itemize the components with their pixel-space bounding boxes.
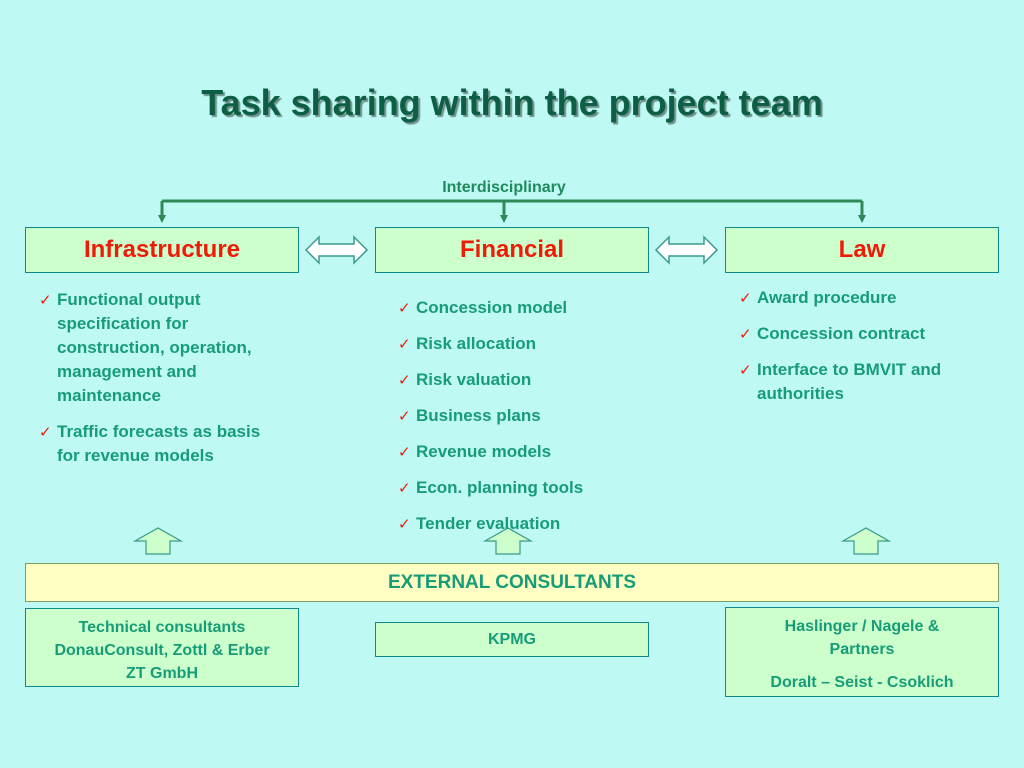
list-item: Concession model — [396, 296, 646, 320]
technical-consultants-box: Technical consultants DonauConsult, Zott… — [25, 608, 299, 687]
list-item: Traffic forecasts as basis for revenue m… — [37, 420, 262, 468]
list-item: Risk allocation — [396, 332, 646, 356]
list-item: Risk valuation — [396, 368, 646, 392]
kpmg-box: KPMG — [375, 622, 649, 657]
page-title: Task sharing within the project team — [201, 82, 823, 123]
external-consultants-bar: EXTERNAL CONSULTANTS — [25, 563, 999, 602]
list-item: Econ. planning tools — [396, 476, 646, 500]
list-item: Tender evaluation — [396, 512, 646, 536]
double-arrow-icon-1 — [304, 235, 369, 265]
list-item: Functional output specification for cons… — [37, 288, 292, 408]
law-box: Law — [725, 227, 999, 273]
list-item: Interface to BMVIT and authorities — [737, 358, 987, 406]
kpmg-label: KPMG — [488, 631, 536, 648]
list-item: Concession contract — [737, 322, 992, 346]
infrastructure-task-list: Functional output specification for cons… — [37, 288, 292, 468]
law-task-list: Award procedure Concession contract Inte… — [737, 286, 992, 406]
technical-consultants-line3: ZT GmbH — [126, 665, 198, 682]
technical-consultants-line1: Technical consultants — [78, 619, 246, 636]
double-arrow-icon-2 — [654, 235, 719, 265]
up-arrow-icon-3 — [840, 527, 892, 555]
list-item: Revenue models — [396, 440, 646, 464]
legal-consultants-line1: Haslinger / Nagele & — [784, 618, 940, 635]
interdisciplinary-label: Interdisciplinary — [442, 179, 566, 196]
infrastructure-box: Infrastructure — [25, 227, 299, 273]
list-item: Award procedure — [737, 286, 992, 310]
financial-task-list: Concession model Risk allocation Risk va… — [396, 296, 646, 536]
financial-box: Financial — [375, 227, 649, 273]
list-item: Business plans — [396, 404, 646, 428]
up-arrow-icon-1 — [132, 527, 184, 555]
technical-consultants-line2: DonauConsult, Zottl & Erber — [54, 642, 270, 659]
legal-consultants-line3: Doralt – Seist - Csoklich — [770, 674, 954, 691]
legal-consultants-box: Haslinger / Nagele & Partners Doralt – S… — [725, 607, 999, 697]
legal-consultants-line2: Partners — [829, 641, 895, 658]
